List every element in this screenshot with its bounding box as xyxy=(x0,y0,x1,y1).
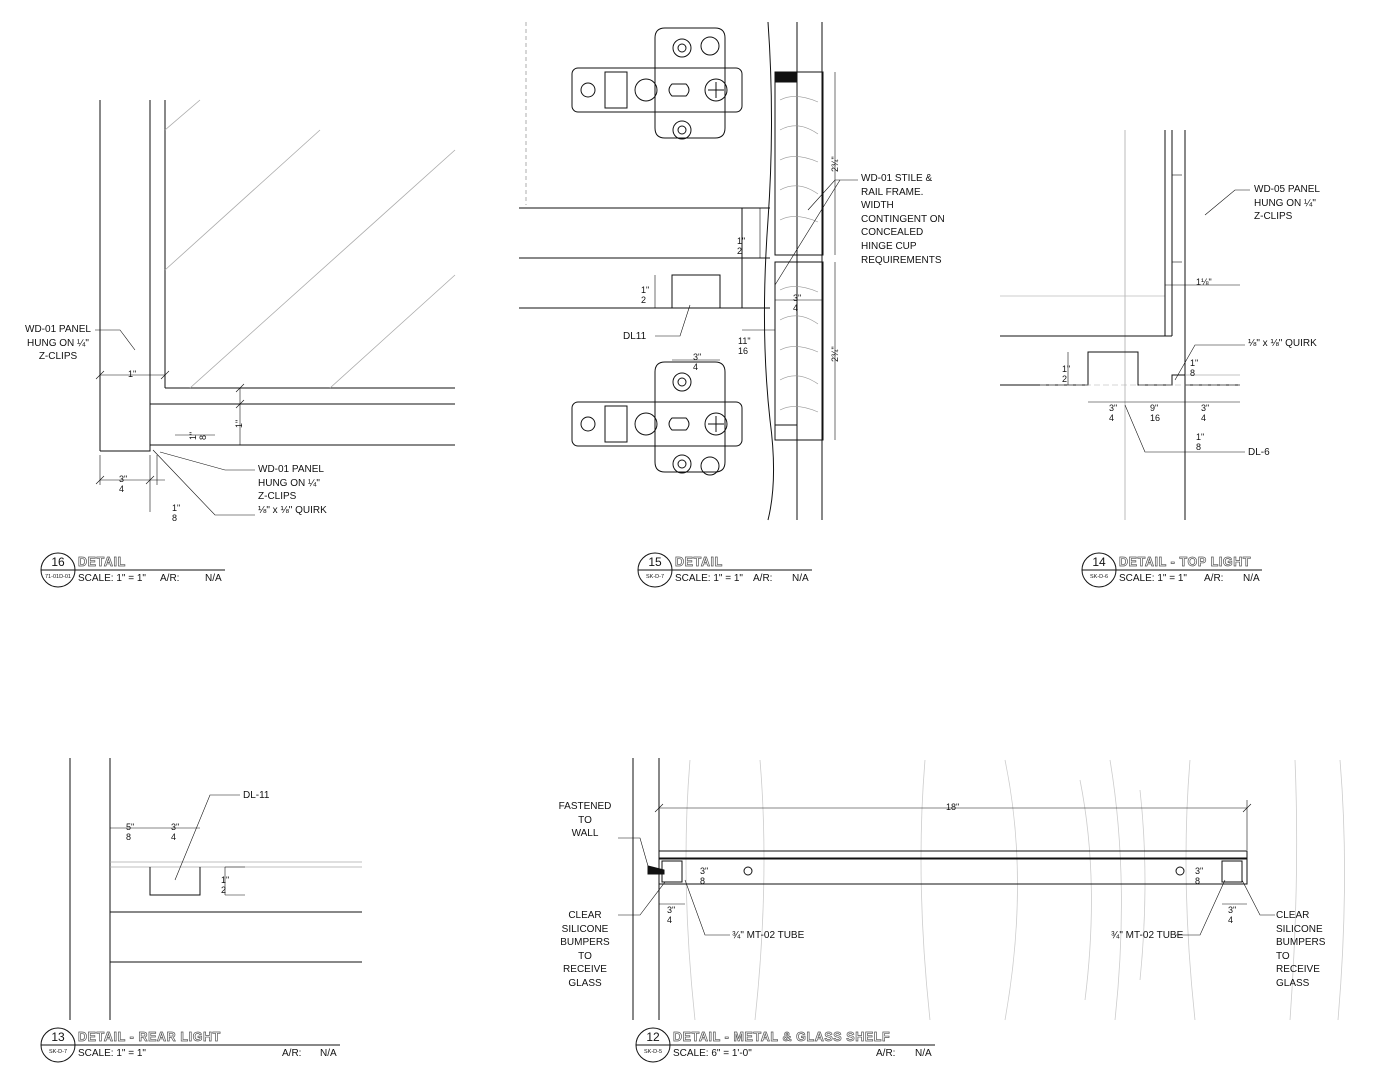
d13-dl11-label: DL-11 xyxy=(243,790,270,801)
d16-dim-1in-h: 1" xyxy=(128,369,137,379)
detail-scale: SCALE: 1" = 1" xyxy=(78,573,146,584)
detail-16-drawing xyxy=(95,99,456,516)
d14-dim-9-16: 9" 16 xyxy=(1150,403,1161,423)
detail-15-drawing xyxy=(519,21,858,521)
d15-dim-1-2-b: 1" 2 xyxy=(641,285,650,305)
d12-dim-small-b: 3" 8 xyxy=(1195,866,1204,886)
d15-dim-3-4-a: 3" 4 xyxy=(693,352,702,372)
d15-dim-2-3-4-b: 2¾" xyxy=(830,346,840,362)
title-block-13-graphic xyxy=(40,1027,340,1063)
detail-12-drawing xyxy=(618,758,1345,1021)
sheet-reference: SK-D-6 xyxy=(1089,574,1109,580)
d16-panel-note-bottom: WD-01 PANEL HUNG ON ¼" Z-CLIPS ⅛" x ⅛" Q… xyxy=(258,464,327,516)
d13-dim-5-8: 5" 8 xyxy=(126,822,135,842)
title-block-12-graphic xyxy=(635,1027,935,1063)
d12-dim-3-4-b: 3" 4 xyxy=(1228,905,1237,925)
sheet-reference: 71-01D-01 xyxy=(45,574,71,580)
d12-dim-18: 18" xyxy=(946,802,960,812)
d16-dim-1-8-a: 1" 8 xyxy=(172,503,181,523)
d14-dim-1-8-a: 1" 8 xyxy=(1196,432,1205,452)
detail-title: DETAIL - TOP LIGHT xyxy=(1119,555,1252,570)
ar-label: A/R: xyxy=(1204,573,1224,584)
detail-number: 14 xyxy=(1092,555,1106,569)
d14-dim-1-8-b: 1" 8 xyxy=(1190,358,1199,378)
detail-title: DETAIL - METAL & GLASS SHELF xyxy=(673,1030,891,1045)
ar-label: A/R: xyxy=(753,573,773,584)
sheet-reference: SK-D-7 xyxy=(645,574,665,580)
d15-dim-1-2-a: 1" 2 xyxy=(737,236,746,256)
d16-dim-1in-v: 1" xyxy=(234,419,244,428)
detail-scale: SCALE: 6" = 1'-0" xyxy=(673,1048,752,1059)
detail-13-drawing xyxy=(69,758,362,1020)
detail-scale: SCALE: 1" = 1" xyxy=(78,1048,146,1059)
d14-panel-note: WD-05 PANEL HUNG ON ¼" Z-CLIPS xyxy=(1254,184,1320,223)
d16-dim-3-4: 3" 4 xyxy=(119,474,128,494)
d15-dim-3-4-b: 3" 4 xyxy=(793,293,802,313)
d12-dim-small-a: 3" 8 xyxy=(700,866,709,886)
ar-value: N/A xyxy=(1243,573,1260,584)
d14-dim-1-2: 1" 2 xyxy=(1062,364,1071,384)
d14-dl6-label: DL-6 xyxy=(1248,447,1270,458)
d14-dim-1-1-8: 1⅛" xyxy=(1196,277,1212,287)
detail-number: 12 xyxy=(646,1030,660,1044)
d16-dim-1-8-b: 1" 8 xyxy=(188,431,208,440)
detail-number: 16 xyxy=(51,555,65,569)
detail-scale: SCALE: 1" = 1" xyxy=(1119,573,1187,584)
d12-tube-right-note: ¾" MT-02 TUBE xyxy=(1111,930,1184,941)
detail-number: 13 xyxy=(51,1030,65,1044)
d13-dim-1-2: 1" 2 xyxy=(221,875,230,895)
d15-dim-11-16: 11" 16 xyxy=(738,336,751,356)
d15-dl11-label: DL11 xyxy=(623,331,647,342)
sheet-reference: SK-D-7 xyxy=(48,1049,68,1055)
d14-dim-3-4-a: 3" 4 xyxy=(1109,403,1118,423)
sheet-reference: SK-D-5 xyxy=(643,1049,663,1055)
title-block-15-graphic xyxy=(637,552,812,588)
d14-dim-3-4-b: 3" 4 xyxy=(1201,403,1210,423)
d12-fastened-note: FASTENED TO WALL xyxy=(558,801,612,840)
ar-label: A/R: xyxy=(876,1048,896,1059)
ar-value: N/A xyxy=(205,573,222,584)
detail-14-drawing xyxy=(1000,130,1250,520)
d15-frame-note: WD-01 STILE & RAIL FRAME. WIDTH CONTINGE… xyxy=(861,173,945,266)
d12-tube-left-note: ¾" MT-02 TUBE xyxy=(732,930,805,941)
ar-value: N/A xyxy=(320,1048,337,1059)
ar-label: A/R: xyxy=(282,1048,302,1059)
d15-dim-2-3-4-a: 2¾" xyxy=(830,156,840,172)
detail-title: DETAIL xyxy=(675,555,723,570)
d16-panel-note-top: WD-01 PANEL HUNG ON ¼" Z-CLIPS xyxy=(25,324,91,363)
title-block-16-graphic xyxy=(40,552,225,588)
d14-quirk-note: ⅛" x ⅛" QUIRK xyxy=(1248,338,1317,349)
d13-dim-3-4: 3" 4 xyxy=(171,822,180,842)
detail-title: DETAIL - REAR LIGHT xyxy=(78,1030,221,1045)
detail-scale: SCALE: 1" = 1" xyxy=(675,573,743,584)
title-block-14-graphic xyxy=(1081,552,1262,588)
detail-number: 15 xyxy=(648,555,662,569)
d12-bumpers-right-note: CLEAR SILICONE BUMPERS TO RECEIVE GLASS xyxy=(1276,910,1326,989)
ar-value: N/A xyxy=(792,573,809,584)
d12-dim-3-4-a: 3" 4 xyxy=(667,905,676,925)
ar-value: N/A xyxy=(915,1048,932,1059)
detail-title: DETAIL xyxy=(78,555,126,570)
ar-label: A/R: xyxy=(160,573,180,584)
d12-bumpers-left-note: CLEAR SILICONE BUMPERS TO RECEIVE GLASS xyxy=(560,910,610,989)
